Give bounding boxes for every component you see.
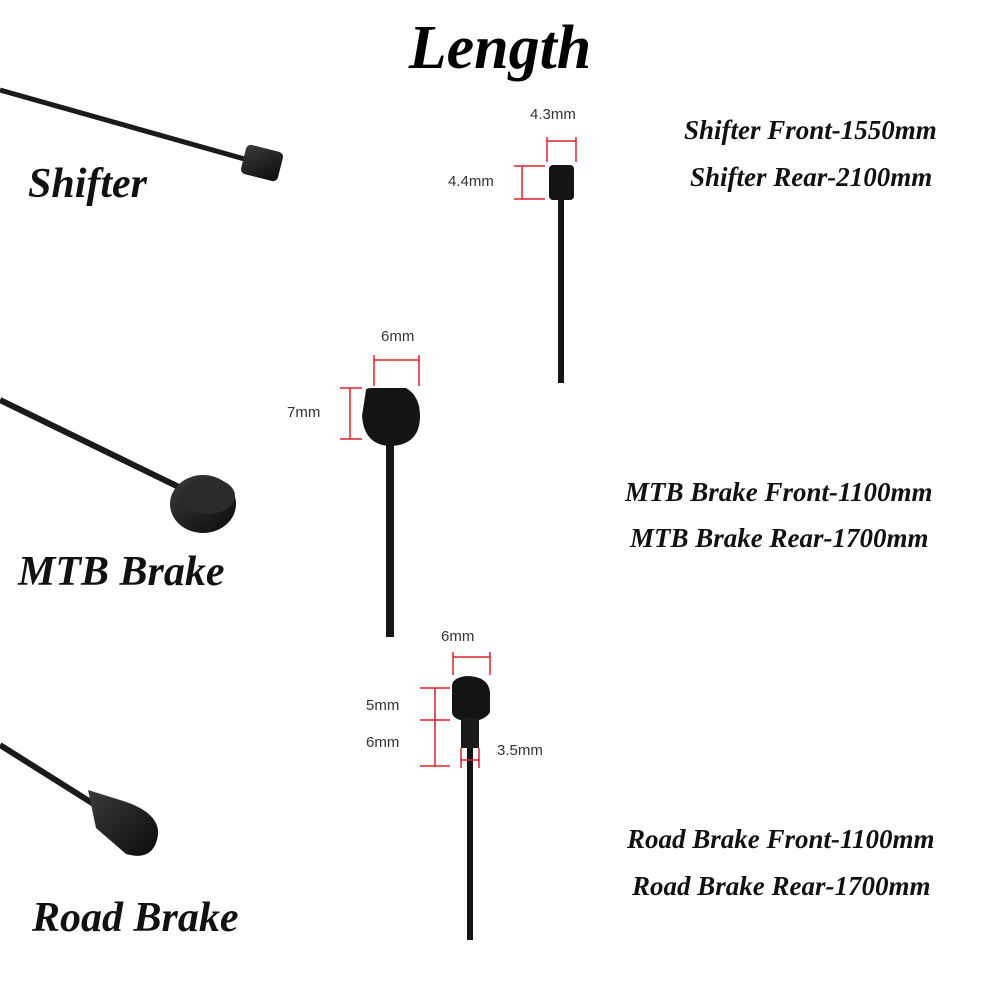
mtb-brake-rear-spec: MTB Brake Rear-1700mm [630, 523, 929, 553]
shifter-front-spec: Shifter Front-1550mm [684, 115, 937, 145]
mtb-brake-end-diagram [340, 355, 420, 637]
shifter-cable-photo [0, 87, 284, 182]
road-brake-label: Road Brake [32, 895, 239, 941]
road-brake-rear-spec: Road Brake Rear-1700mm [632, 871, 931, 901]
mtb-brake-front-spec: MTB Brake Front-1100mm [625, 477, 933, 507]
mtb-brake-height-dimension: 7mm [287, 404, 321, 421]
shifter-end-diagram [514, 137, 577, 383]
road-brake-cable-photo [0, 742, 159, 856]
road-brake-front-spec: Road Brake Front-1100mm [627, 824, 935, 854]
road-brake-neck-height-dimension: 6mm [366, 734, 400, 751]
road-brake-end-diagram [420, 652, 491, 940]
road-brake-head-height-dimension: 5mm [366, 697, 400, 714]
shifter-height-dimension: 4.4mm [448, 173, 494, 190]
shifter-label: Shifter [28, 161, 148, 207]
road-brake-width-dimension: 6mm [441, 628, 475, 645]
mtb-brake-label: MTB Brake [18, 549, 225, 595]
shifter-rear-spec: Shifter Rear-2100mm [690, 162, 933, 192]
mtb-brake-width-dimension: 6mm [381, 328, 415, 345]
mtb-brake-cable-photo [0, 397, 236, 533]
road-brake-neck-width-dimension: 3.5mm [497, 742, 543, 759]
page-title: Length [408, 14, 592, 82]
shifter-width-dimension: 4.3mm [530, 106, 576, 123]
